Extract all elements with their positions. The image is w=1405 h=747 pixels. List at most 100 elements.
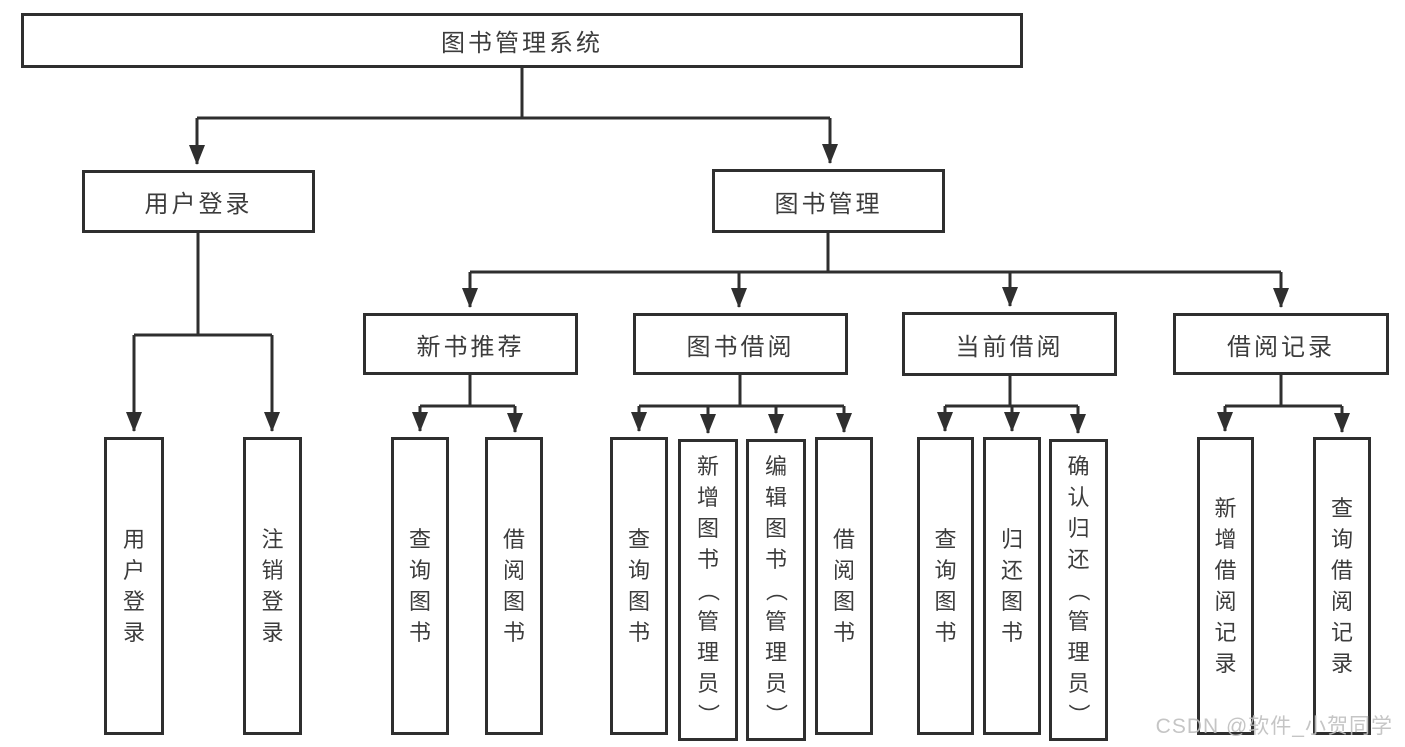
vertical-label-char: 增	[696, 484, 719, 510]
vertical-label-char: 图	[627, 589, 650, 614]
vertical-label-char: ）	[1066, 702, 1091, 725]
vertical-label-char: 还	[1000, 558, 1023, 583]
vertical-label-char: ）	[763, 702, 789, 725]
vertical-label-char: 注	[261, 527, 284, 552]
vertical-label-char: （	[763, 578, 789, 601]
vertical-label-char: 图	[764, 515, 787, 541]
node-borrow-records-label: 借阅记录	[1227, 333, 1335, 361]
vertical-label-char: 理	[1067, 639, 1090, 665]
vertical-label-char: 询	[408, 558, 431, 583]
leaf-current-return-books: 归还图书	[983, 437, 1041, 735]
vertical-label-char: 管	[1067, 608, 1090, 634]
vertical-label-char: 图	[832, 589, 855, 614]
vertical-label-char: 录	[261, 620, 284, 645]
leaf-user-login: 用户登录	[104, 437, 164, 735]
vertical-label-char: 录	[122, 620, 145, 645]
vertical-label-char: 询	[934, 558, 957, 583]
vertical-label-char: 编	[764, 453, 787, 479]
vertical-label-char: 认	[1067, 484, 1090, 510]
leaf-current-query-books: 查询图书	[917, 437, 974, 735]
node-borrow-records: 借阅记录	[1173, 313, 1389, 375]
leaf-recommend-borrow-books: 借阅图书	[485, 437, 543, 735]
vertical-label-char: 员	[696, 670, 719, 696]
vertical-label-char: 书	[408, 620, 431, 645]
node-new-book-recommend-label: 新书推荐	[416, 333, 525, 361]
vertical-label-char: 归	[1067, 515, 1090, 541]
vertical-label-char: 登	[261, 589, 284, 614]
vertical-label-char: 书	[502, 620, 525, 645]
vertical-label-char: 图	[696, 515, 719, 541]
node-book-management: 图书管理	[712, 169, 945, 233]
vertical-label-char: 录	[1330, 651, 1353, 676]
vertical-label-char: 登	[122, 589, 145, 614]
vertical-label-char: 借	[832, 527, 855, 552]
vertical-label-char: 户	[122, 558, 145, 583]
vertical-label-char: 阅	[832, 558, 855, 583]
vertical-label-char: 阅	[1214, 589, 1237, 614]
vertical-label-char: 借	[1214, 558, 1237, 583]
node-new-book-recommend: 新书推荐	[363, 313, 578, 375]
vertical-label-char: 借	[1330, 558, 1353, 583]
rail-current-borrow	[945, 376, 1078, 408]
node-current-borrow: 当前借阅	[902, 312, 1117, 376]
vertical-label-char: （	[695, 578, 721, 601]
rail-book-management	[470, 233, 1281, 274]
vertical-label-char: 图	[1000, 589, 1023, 614]
vertical-label-char: 图	[934, 589, 957, 614]
node-user-login-label: 用户登录	[144, 191, 253, 218]
vertical-label-char: 书	[696, 546, 719, 572]
rail-user-login	[134, 233, 272, 337]
vertical-label-char: 书	[764, 546, 787, 572]
vertical-label-char: 员	[1067, 670, 1090, 696]
vertical-label-char: （	[1066, 578, 1091, 601]
vertical-label-char: 查	[408, 527, 431, 552]
csdn-watermark: CSDN @软件_小贺同学	[1155, 715, 1393, 738]
vertical-label-char: 管	[764, 608, 787, 634]
vertical-label-char: 理	[696, 639, 719, 665]
leaf-borrow-add-books-admin: 新增图书 （ 管理员 ）	[678, 439, 738, 741]
node-user-login: 用户登录	[82, 170, 315, 233]
node-book-borrow-label: 图书借阅	[686, 333, 795, 361]
leaf-borrow-query-books: 查询图书	[610, 437, 668, 735]
vertical-label-char: 查	[627, 527, 650, 552]
vertical-label-char: 销	[261, 558, 284, 583]
vertical-label-char: 归	[1000, 527, 1023, 552]
vertical-label-char: 借	[502, 527, 525, 552]
vertical-label-char: 阅	[1330, 589, 1353, 614]
node-book-borrow: 图书借阅	[633, 313, 848, 375]
vertical-label-char: 书	[1000, 620, 1023, 645]
vertical-label-char: 员	[764, 670, 787, 696]
vertical-label-char: 书	[832, 620, 855, 645]
vertical-label-char: 书	[934, 620, 957, 645]
rail-borrow-records	[1225, 375, 1342, 408]
vertical-label-char: 查	[934, 527, 957, 552]
rail-new-book-recommend	[420, 375, 515, 408]
node-root-label: 图书管理系统	[441, 30, 603, 57]
vertical-label-char: 书	[627, 620, 650, 645]
rail-book-borrow	[639, 375, 844, 408]
rail-root	[197, 68, 830, 120]
vertical-label-char: 录	[1214, 651, 1237, 676]
leaf-records-add-record: 新增借阅记录	[1197, 437, 1254, 735]
vertical-label-char: 记	[1330, 620, 1353, 645]
vertical-label-char: 新	[1214, 496, 1237, 521]
vertical-label-char: 确	[1067, 453, 1090, 479]
vertical-label-char: 图	[408, 589, 431, 614]
node-current-borrow-label: 当前借阅	[955, 333, 1064, 361]
vertical-label-char: ）	[695, 702, 721, 725]
vertical-label-char: 管	[696, 608, 719, 634]
vertical-label-char: 辑	[764, 484, 787, 510]
leaf-borrow-borrow-books: 借阅图书	[815, 437, 873, 735]
vertical-label-char: 阅	[502, 558, 525, 583]
node-book-management-label: 图书管理	[774, 190, 883, 218]
vertical-label-char: 图	[502, 589, 525, 614]
leaf-logout-login: 注销登录	[243, 437, 302, 735]
leaf-recommend-query-books: 查询图书	[391, 437, 449, 735]
vertical-label-char: 新	[696, 453, 719, 479]
vertical-label-char: 用	[122, 527, 145, 552]
leaf-records-query-record: 查询借阅记录	[1313, 437, 1371, 735]
vertical-label-char: 记	[1214, 620, 1237, 645]
vertical-label-char: 理	[764, 639, 787, 665]
vertical-label-char: 询	[627, 558, 650, 583]
